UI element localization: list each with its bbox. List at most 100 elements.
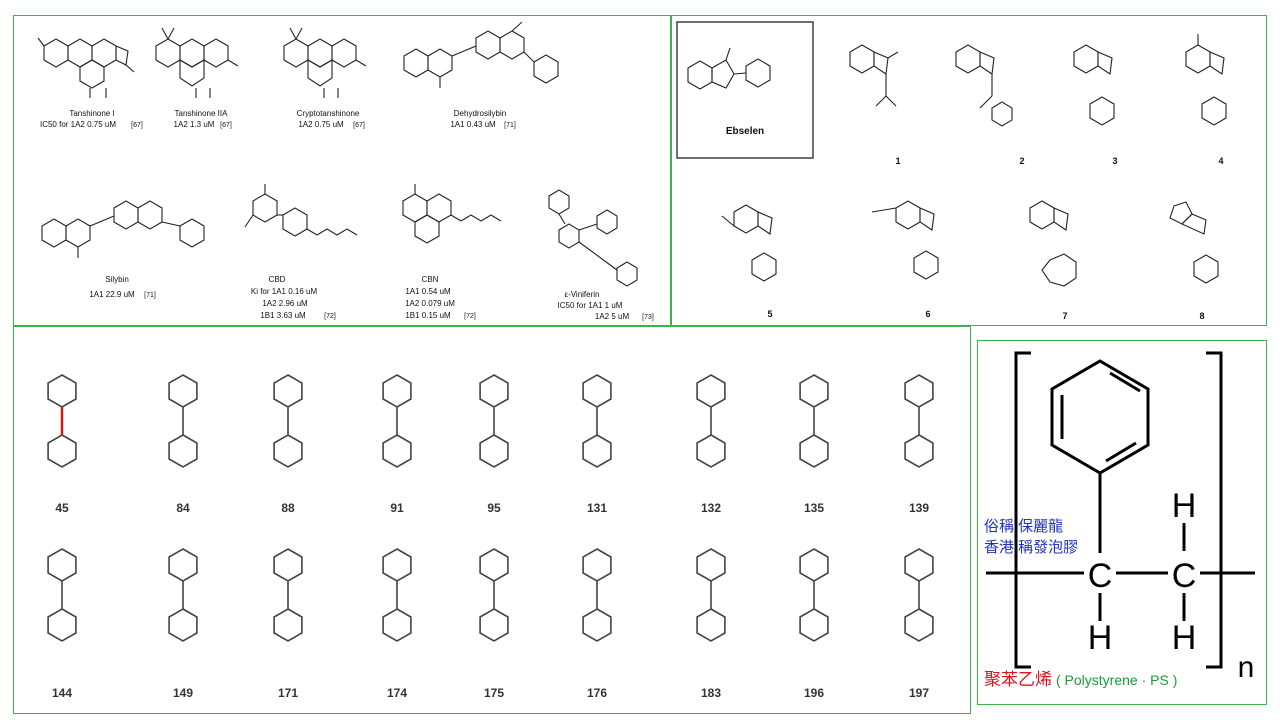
tanshinone-i-activity: IC50 for 1A2 0.75 uM (40, 120, 116, 129)
ebselen-label: Ebselen (726, 126, 764, 137)
english-name: ( Polystyrene · PS ) (1056, 672, 1177, 688)
hydrogen-atom-bottom-1: H (1088, 619, 1113, 657)
pcb-171-structure (273, 548, 303, 642)
cbn-ref: [72] (464, 313, 476, 320)
compound-8-number: 8 (1199, 311, 1204, 321)
pcb-174-label: 174 (387, 686, 407, 700)
compound-4-number: 4 (1218, 156, 1223, 166)
pcb-149-label: 149 (173, 686, 193, 700)
pcb-131-structure (582, 374, 612, 468)
cbn-line1: 1A1 0.54 uM (405, 287, 451, 296)
dehydrosilybin-name: Dehydrosilybin (454, 109, 506, 118)
carbon-atom-2: C (1172, 557, 1197, 595)
pcb-171-label: 171 (278, 686, 298, 700)
cbn-structure (402, 184, 502, 244)
cbd-ki-line2: 1A2 2.96 uM (262, 299, 308, 308)
compound-6-structure (871, 200, 939, 280)
cryptotanshinone-structure (283, 27, 367, 98)
right-bracket (1206, 351, 1223, 669)
tanshinone-i-ref: [67] (131, 122, 143, 129)
silybin-ref: [71] (144, 292, 156, 299)
silybin-activity: 1A1 22.9 uM (89, 290, 135, 299)
compound-8-structure (1169, 201, 1219, 284)
pcb-132-label: 132 (701, 501, 721, 515)
left-bracket (1014, 351, 1031, 669)
compound-4-structure (1185, 34, 1227, 126)
pcb-132-structure (696, 374, 726, 468)
viniferin-ref: [73] (642, 314, 654, 321)
pcb-196-label: 196 (804, 686, 824, 700)
cryptotanshinone-ref: [67] (353, 122, 365, 129)
pcb-84-structure (168, 374, 198, 468)
pcb-175-label: 175 (484, 686, 504, 700)
pcb-91-label: 91 (390, 501, 404, 515)
compound-5-structure (721, 204, 777, 282)
cryptotanshinone-activity: 1A2 0.75 uM (298, 120, 344, 129)
compound-6-number: 6 (925, 309, 930, 319)
tanshinone-i-structure (37, 37, 135, 98)
natural-products-panel: Tanshinone I IC50 for 1A2 0.75 uM [67] T… (13, 15, 671, 326)
viniferin-line2: 1A2 5 uM (595, 312, 630, 321)
pcb-45-label: 45 (55, 501, 69, 515)
hydrogen-atom-bottom-2: H (1172, 619, 1197, 657)
pcb-197-label: 197 (909, 686, 929, 700)
viniferin-line1: IC50 for 1A1 1 uM (558, 301, 623, 310)
pcb-144-structure (47, 548, 77, 642)
carbon-atom-1: C (1088, 557, 1113, 595)
viniferin-structure (548, 189, 638, 287)
common-name-line-2: 香港 稱發泡膠 (984, 539, 1078, 556)
polystyrene-drawing: C C H H H n 俗稱 保麗龍 香港 稱發泡膠 聚苯乙烯 ( Polyst… (984, 351, 1255, 689)
pcb-149-structure (168, 548, 198, 642)
tanshinone-iia-ref: [67] (220, 122, 232, 129)
cbd-ref: [72] (324, 313, 336, 320)
silybin-name: Silybin (105, 275, 129, 284)
compound-2-structure (955, 44, 1013, 127)
hydrogen-atom-top: H (1172, 487, 1197, 525)
cryptotanshinone-name: Cryptotanshinone (297, 109, 360, 118)
pcb-95-label: 95 (487, 501, 501, 515)
pcb-88-structure (273, 374, 303, 468)
cbn-name: CBN (422, 275, 439, 284)
common-name-line-1: 俗稱 保麗龍 (984, 518, 1063, 535)
pcb-135-structure (799, 374, 829, 468)
pcb-139-structure (904, 374, 934, 468)
silybin-structure (41, 200, 205, 258)
pcb-135-label: 135 (804, 501, 824, 515)
tanshinone-iia-activity: 1A2 1.3 uM (174, 120, 215, 129)
dehydrosilybin-activity: 1A1 0.43 uM (450, 120, 496, 129)
ebselen-structure (687, 47, 771, 90)
pcb-139-label: 139 (909, 501, 929, 515)
pcb-183-structure (696, 548, 726, 642)
pcb-91-structure (382, 374, 412, 468)
compound-7-number: 7 (1062, 311, 1067, 321)
pcb-95-structure (479, 374, 509, 468)
pcb-175-structure (479, 548, 509, 642)
compound-5-number: 5 (767, 309, 772, 319)
compound-7-structure (1029, 200, 1077, 287)
dehydrosilybin-structure (403, 21, 559, 88)
repeat-subscript: n (1238, 651, 1255, 684)
tanshinone-iia-name: Tanshinone IIA (175, 109, 229, 118)
compound-2-number: 2 (1019, 156, 1024, 166)
pcb-174-structure (382, 548, 412, 642)
compound-3-number: 3 (1112, 156, 1117, 166)
pcb-131-label: 131 (587, 501, 607, 515)
tanshinone-iia-structure (155, 27, 239, 98)
dehydrosilybin-ref: [71] (504, 122, 516, 129)
tanshinone-i-name: Tanshinone I (69, 109, 114, 118)
benzene-ring (1050, 359, 1150, 475)
pcb-176-label: 176 (587, 686, 607, 700)
ebselen-drawing: Ebselen 1 2 3 4 5 6 7 8 (676, 21, 1227, 321)
cbd-ki-line3: 1B1 3.63 uM (260, 311, 306, 320)
cbd-ki-line1: Ki for 1A1 0.16 uM (251, 287, 318, 296)
pcb-196-structure (799, 548, 829, 642)
cbn-line2: 1A2 0.079 uM (405, 299, 455, 308)
cbd-name: CBD (269, 275, 286, 284)
compound-1-number: 1 (895, 156, 900, 166)
compound-1-structure (849, 44, 899, 107)
viniferin-name: ε-Viniferin (565, 290, 600, 299)
chinese-name: 聚苯乙烯 (984, 670, 1052, 689)
pcb-197-structure (904, 548, 934, 642)
